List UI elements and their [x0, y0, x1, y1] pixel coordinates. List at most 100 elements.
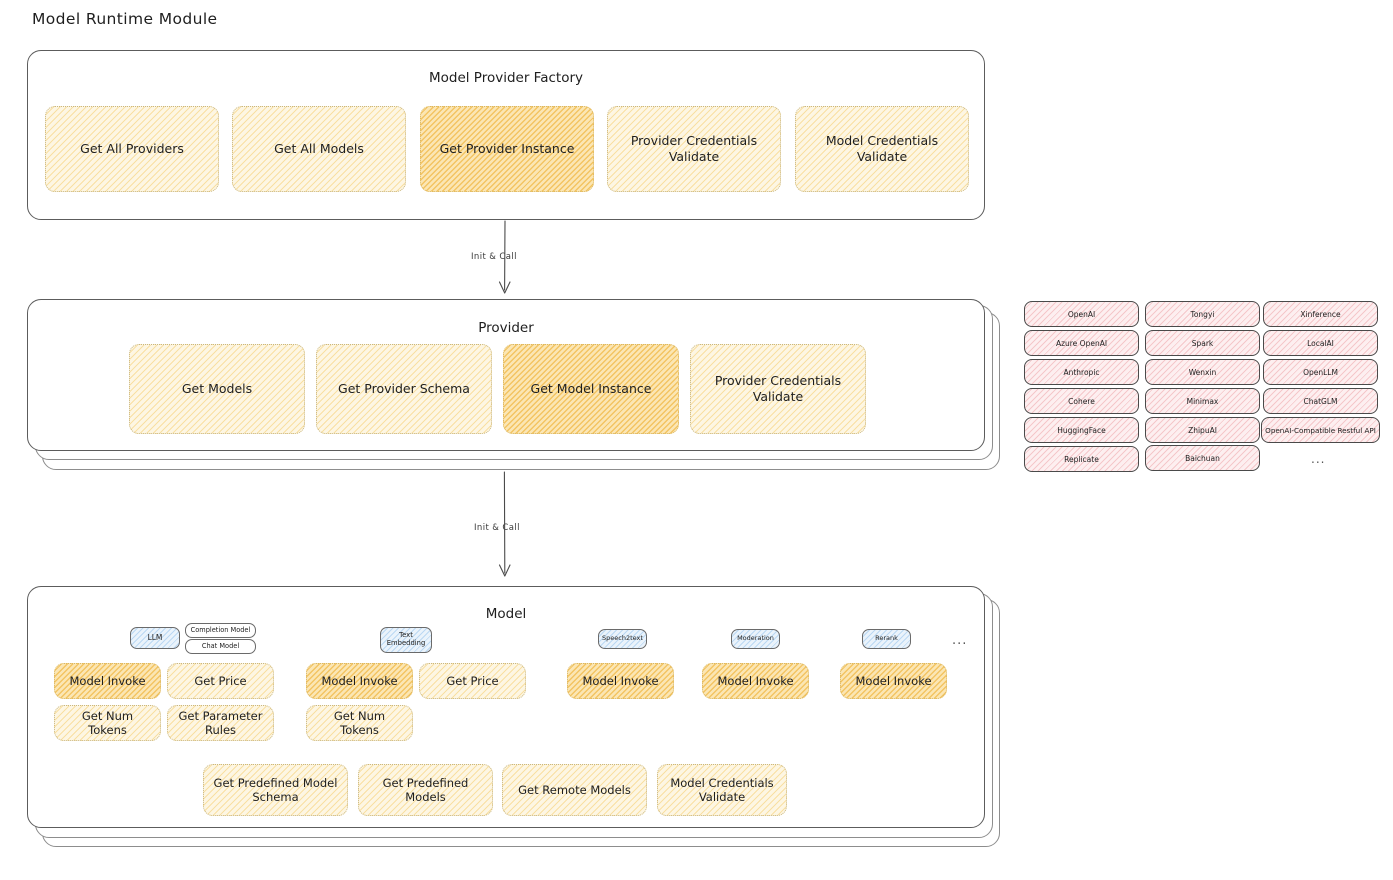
provider-chip-openllm[interactable]: OpenLLM [1263, 359, 1378, 385]
provider-chip-label: OpenLLM [1303, 367, 1338, 377]
provider-chip-azure-openai[interactable]: Azure OpenAI [1024, 330, 1139, 356]
model-box-label: Model Invoke [717, 673, 794, 688]
model-box-label: Get Num Tokens [81, 708, 134, 737]
model-subtag-label: Completion Model [190, 625, 251, 634]
provider-chip-label: OpenAI [1067, 309, 1096, 319]
model-common-box-get-predefined-model-schema[interactable]: Get Predefined Model Schema [203, 764, 348, 816]
provider-chip-label: ChatGLM [1303, 396, 1338, 406]
model-embedding-box-get-price[interactable]: Get Price [419, 663, 526, 699]
model-common-box-get-remote-models[interactable]: Get Remote Models [502, 764, 647, 816]
model-box-label: Get Price [446, 673, 499, 688]
model-llm-box-get-price[interactable]: Get Price [167, 663, 274, 699]
arrow-factory-to-provider [498, 220, 511, 294]
model-subtag-label: Chat Model [201, 641, 240, 650]
model-llm-box-model-invoke[interactable]: Model Invoke [54, 663, 161, 699]
provider-box-get-provider-schema[interactable]: Get Provider Schema [316, 344, 492, 434]
model-moderation-box-model-invoke[interactable]: Model Invoke [702, 663, 809, 699]
factory-box-provider-credentials-validate[interactable]: Provider Credentials Validate [607, 106, 781, 192]
provider-chip-zhipuai[interactable]: ZhipuAI [1145, 417, 1260, 443]
provider-box-label: Provider Credentials Validate [714, 373, 842, 404]
provider-box-get-model-instance[interactable]: Get Model Instance [503, 344, 679, 434]
provider-list-more-ellipsis: ... [1311, 452, 1326, 466]
provider-box-provider-credentials-validate[interactable]: Provider Credentials Validate [690, 344, 866, 434]
provider-chip-replicate[interactable]: Replicate [1024, 446, 1139, 472]
model-box-label: Model Invoke [582, 673, 659, 688]
model-tag-llm[interactable]: LLM [130, 627, 180, 649]
provider-chip-wenxin[interactable]: Wenxin [1145, 359, 1260, 385]
page-title: Model Runtime Module [32, 10, 218, 28]
provider-chip-label: Xinference [1300, 309, 1341, 319]
provider-chip-label: OpenAI-Compatible Restful API [1265, 425, 1376, 435]
factory-box-get-all-providers[interactable]: Get All Providers [45, 106, 219, 192]
provider-chip-label: Azure OpenAI [1055, 338, 1108, 348]
provider-chip-baichuan[interactable]: Baichuan [1145, 445, 1260, 471]
provider-chip-label: Cohere [1068, 396, 1095, 406]
factory-box-label: Provider Credentials Validate [630, 133, 758, 164]
model-tag-label: Speech2text [602, 634, 643, 643]
model-box-label: Model Credentials Validate [670, 775, 774, 804]
factory-box-label: Model Credentials Validate [825, 133, 939, 164]
model-box-label: Get Num Tokens [333, 708, 386, 737]
provider-chip-label: HuggingFace [1057, 425, 1106, 435]
provider-chip-huggingface[interactable]: HuggingFace [1024, 417, 1139, 443]
factory-box-get-all-models[interactable]: Get All Models [232, 106, 406, 192]
model-embedding-box-model-invoke[interactable]: Model Invoke [306, 663, 413, 699]
model-subtag-completion-model[interactable]: Completion Model [185, 623, 256, 638]
model-speech2text-box-model-invoke[interactable]: Model Invoke [567, 663, 674, 699]
provider-box-get-models[interactable]: Get Models [129, 344, 305, 434]
model-tag-rerank[interactable]: Rerank [862, 629, 911, 649]
model-box-label: Get Predefined Model Schema [213, 775, 338, 804]
model-box-label: Get Remote Models [518, 782, 631, 797]
model-tag-label: Text Embedding [386, 631, 426, 647]
provider-chip-tongyi[interactable]: Tongyi [1145, 301, 1260, 327]
model-groups-more-ellipsis: ... [952, 633, 968, 648]
provider-chip-localai[interactable]: LocalAI [1263, 330, 1378, 356]
model-box-label: Get Price [194, 673, 247, 688]
provider-chip-anthropic[interactable]: Anthropic [1024, 359, 1139, 385]
provider-chip-label: Replicate [1064, 454, 1099, 464]
factory-box-label: Get Provider Instance [439, 141, 575, 157]
model-box-label: Get Parameter Rules [178, 708, 263, 737]
provider-chip-label: ZhipuAI [1188, 425, 1217, 435]
provider-chip-openai-compatible-restful-api[interactable]: OpenAI-Compatible Restful API [1261, 417, 1380, 443]
factory-box-label: Get All Providers [80, 141, 184, 157]
model-tag-moderation[interactable]: Moderation [731, 629, 780, 649]
provider-chip-label: Spark [1191, 338, 1214, 348]
provider-title: Provider [478, 320, 534, 336]
provider-chip-label: Tongyi [1190, 309, 1215, 319]
factory-box-model-credentials-validate[interactable]: Model Credentials Validate [795, 106, 969, 192]
provider-chip-minimax[interactable]: Minimax [1145, 388, 1260, 414]
model-tag-label: Rerank [875, 634, 898, 643]
model-box-label: Model Invoke [69, 673, 146, 688]
model-tag-label: Moderation [737, 634, 774, 643]
model-common-box-get-predefined-models[interactable]: Get Predefined Models [358, 764, 493, 816]
arrow-provider-to-model [498, 471, 511, 577]
model-box-label: Get Predefined Models [382, 775, 469, 804]
arrow2-label: Init & Call [474, 523, 520, 533]
provider-box-label: Get Model Instance [530, 381, 652, 397]
factory-box-get-provider-instance[interactable]: Get Provider Instance [420, 106, 594, 192]
model-tag-speech2text[interactable]: Speech2text [598, 629, 647, 649]
model-box-label: Model Invoke [321, 673, 398, 688]
factory-box-label: Get All Models [274, 141, 364, 157]
model-llm-box-get-num-tokens[interactable]: Get Num Tokens [54, 705, 161, 741]
model-box-label: Model Invoke [855, 673, 932, 688]
provider-chip-chatglm[interactable]: ChatGLM [1263, 388, 1378, 414]
provider-chip-cohere[interactable]: Cohere [1024, 388, 1139, 414]
model-provider-factory-title: Model Provider Factory [428, 70, 583, 86]
provider-chip-xinference[interactable]: Xinference [1263, 301, 1378, 327]
model-llm-box-get-parameter-rules[interactable]: Get Parameter Rules [167, 705, 274, 741]
provider-chip-spark[interactable]: Spark [1145, 330, 1260, 356]
model-rerank-box-model-invoke[interactable]: Model Invoke [840, 663, 947, 699]
model-embedding-box-get-num-tokens[interactable]: Get Num Tokens [306, 705, 413, 741]
provider-chip-label: LocalAI [1307, 338, 1334, 348]
provider-chip-label: Wenxin [1188, 367, 1217, 377]
model-subtag-chat-model[interactable]: Chat Model [185, 639, 256, 654]
model-common-box-model-credentials-validate[interactable]: Model Credentials Validate [657, 764, 787, 816]
model-title: Model [485, 606, 527, 622]
provider-box-label: Get Provider Schema [338, 381, 470, 397]
provider-chip-openai[interactable]: OpenAI [1024, 301, 1139, 327]
provider-chip-label: Minimax [1186, 396, 1219, 406]
model-tag-text-embedding[interactable]: Text Embedding [380, 627, 432, 653]
